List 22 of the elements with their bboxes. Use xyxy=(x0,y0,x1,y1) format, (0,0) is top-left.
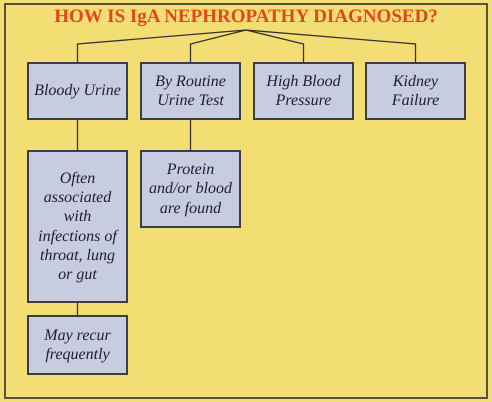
title-text: HOW IS IgA NEPHROPATHY DIAGNOSED? xyxy=(54,5,438,29)
process-box xyxy=(140,62,241,120)
connector-line xyxy=(190,29,246,62)
process-box xyxy=(27,150,128,303)
box-text: Bloody Urine xyxy=(34,81,121,101)
connector-line xyxy=(76,120,78,150)
box-text: Kidney Failure xyxy=(390,72,440,110)
box-text: May recur frequently xyxy=(43,326,112,364)
box-text: Protein and/or blood are found xyxy=(148,160,234,218)
connector-line xyxy=(246,29,416,62)
process-box xyxy=(140,150,241,228)
process-box xyxy=(253,62,354,120)
box-text: By Routine Urine Test xyxy=(154,72,227,110)
process-box xyxy=(365,62,466,120)
connector-line xyxy=(190,120,192,150)
process-box xyxy=(27,315,128,375)
process-box xyxy=(27,62,128,120)
connector-line xyxy=(246,29,304,62)
box-text: Often associated with infections of throat, lung or gut xyxy=(37,168,120,284)
box-text: High Blood Pressure xyxy=(265,72,342,110)
connector-line xyxy=(76,303,78,315)
connector-line xyxy=(76,29,246,62)
